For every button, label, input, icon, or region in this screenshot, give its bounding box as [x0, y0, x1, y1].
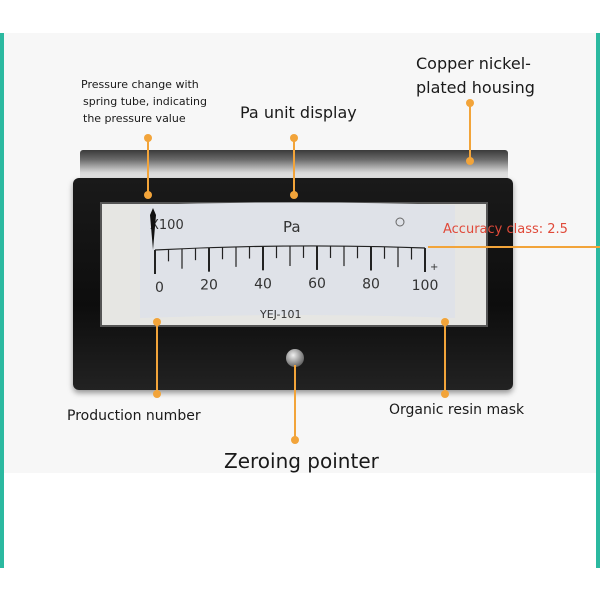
leader-line — [294, 365, 296, 440]
callout-line-3: the pressure value — [83, 112, 186, 125]
multiplier-label: X100 — [150, 218, 184, 233]
leader-dot — [441, 318, 449, 326]
leader-line — [469, 102, 471, 160]
callout-spring-tube: Pressure change with spring tube, indica… — [81, 76, 207, 127]
certification-mark-icon — [395, 217, 405, 227]
gauge-pointer — [150, 208, 156, 250]
leader-dot — [144, 134, 152, 142]
leader-line — [444, 322, 446, 394]
leader-dot — [290, 134, 298, 142]
scale-label: 100 — [412, 278, 439, 294]
callout-pa-unit: Pa unit display — [240, 103, 357, 122]
plus-sign: + — [430, 262, 438, 273]
leader-line — [156, 322, 158, 394]
scale-label: 20 — [200, 278, 218, 294]
leader-line — [293, 138, 295, 195]
leader-dot — [153, 318, 161, 326]
leader-dot — [290, 191, 298, 199]
leader-dot — [153, 390, 161, 398]
callout-line-1: Pressure change with — [81, 78, 199, 91]
dial-face — [140, 202, 455, 318]
leader-line — [147, 138, 149, 195]
leader-dot — [441, 390, 449, 398]
right-border — [596, 33, 600, 568]
leader-dot — [466, 99, 474, 107]
leader-dot — [466, 157, 474, 165]
model-label: YEJ-101 — [259, 308, 302, 321]
scale-labels: 0 20 40 60 80 100 — [155, 276, 438, 296]
leader-dot — [291, 436, 299, 444]
left-border — [0, 33, 4, 568]
scale-label: 40 — [254, 276, 272, 292]
callout-line-2: spring tube, indicating — [83, 95, 207, 108]
callout-production-number: Production number — [67, 408, 201, 424]
callout-resin-mask: Organic resin mask — [389, 402, 525, 418]
callout-line-2: plated housing — [416, 78, 535, 97]
callout-line-1: Copper nickel- — [416, 54, 531, 73]
scale-label: 60 — [308, 276, 326, 292]
scale-label: 0 — [155, 280, 164, 296]
zero-adjust-screw[interactable] — [286, 349, 304, 367]
scale-ticks — [154, 245, 426, 274]
unit-label: Pa — [283, 218, 301, 236]
leader-dot — [144, 191, 152, 199]
callout-housing: Copper nickel- plated housing — [416, 52, 535, 100]
callout-zeroing: Zeroing pointer — [224, 449, 379, 473]
scale-label: 80 — [362, 276, 380, 292]
leader-line — [428, 246, 600, 248]
callout-accuracy: Accuracy class: 2.5 — [443, 222, 568, 237]
